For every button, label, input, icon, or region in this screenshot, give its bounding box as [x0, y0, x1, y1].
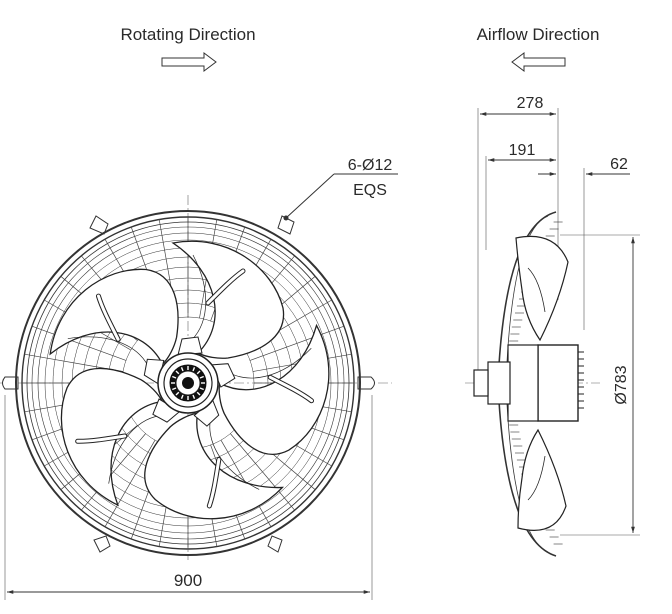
motor-hub [157, 352, 219, 414]
airflow-direction-label: Airflow Direction [477, 25, 600, 44]
width-dimension-value: 900 [174, 571, 202, 590]
side-view: Airflow Direction 278 191 62 Ø783 [465, 25, 640, 557]
rotating-direction-label: Rotating Direction [120, 25, 255, 44]
side-motor [473, 344, 584, 422]
hub-dimension-value: 191 [509, 142, 536, 159]
mounting-lugs [2, 215, 375, 553]
rotating-direction-arrow [161, 52, 217, 72]
width-dimension-line [4, 395, 373, 600]
front-view: Rotating Direction [0, 25, 398, 600]
hole-note-line2: EQS [353, 182, 387, 199]
airflow-direction-arrow [511, 52, 566, 72]
hole-note-line1: 6-Ø12 [348, 157, 393, 174]
fan-blades [49, 240, 330, 520]
diameter-dimension-value: Ø783 [613, 365, 630, 404]
motor-dimension-value: 62 [610, 156, 628, 173]
side-blades [515, 235, 569, 531]
depth-dimension-value: 278 [517, 95, 544, 112]
hole-note-leader [283, 173, 398, 221]
